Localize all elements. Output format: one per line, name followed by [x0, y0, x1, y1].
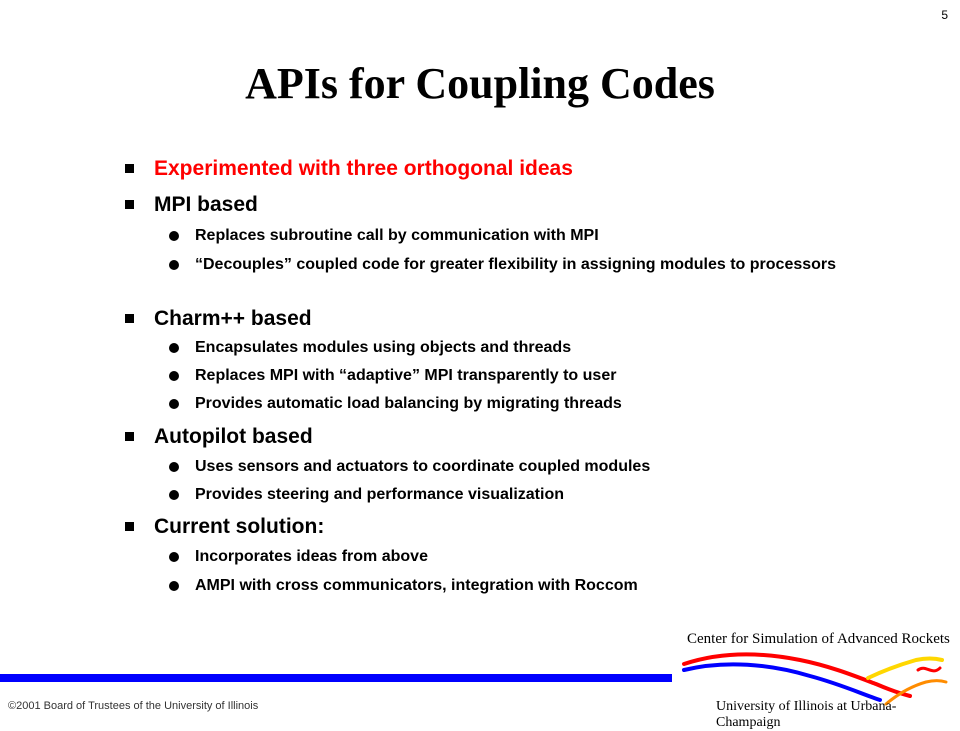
square-bullet-icon: [125, 314, 134, 323]
sub-bullet-text: Uses sensors and actuators to coordinate…: [195, 458, 651, 475]
square-bullet-icon: [125, 200, 134, 209]
sub-bullet-text: Provides automatic load balancing by mig…: [195, 395, 622, 412]
square-bullet-icon: [125, 164, 134, 173]
sub-bullet-text: “Decouples” coupled code for greater fle…: [195, 256, 837, 273]
sub-bullet: Provides automatic load balancing by mig…: [168, 395, 845, 412]
round-bullet-icon: [169, 552, 179, 562]
center-name: Center for Simulation of Advanced Rocket…: [687, 631, 950, 647]
sub-bullet: “Decouples” coupled code for greater fle…: [168, 256, 845, 273]
sub-bullet: Replaces subroutine call by communicatio…: [168, 227, 845, 244]
sub-bullet: Encapsulates modules using objects and t…: [168, 339, 845, 356]
bullet-autopilot-based: Autopilot based: [120, 425, 854, 449]
copyright-text: ©2001 Board of Trustees of the Universit…: [8, 700, 259, 712]
sub-bullet-text: AMPI with cross communicators, integrati…: [195, 577, 638, 594]
logo-blue-swoosh: [682, 662, 882, 702]
sub-bullet: Provides steering and performance visual…: [168, 486, 845, 503]
bullet-charm-based: Charm++ based: [120, 307, 854, 331]
round-bullet-icon: [169, 260, 179, 270]
sub-bullet-text: Replaces subroutine call by communicatio…: [195, 227, 599, 244]
round-bullet-icon: [169, 343, 179, 353]
round-bullet-icon: [169, 399, 179, 409]
bullet-text: Charm++ based: [154, 307, 312, 330]
sub-bullet-text: Replaces MPI with “adaptive” MPI transpa…: [195, 367, 617, 384]
bullet-text: MPI based: [154, 193, 258, 216]
sub-bullet-text: Encapsulates modules using objects and t…: [195, 339, 572, 356]
bullet-text: Autopilot based: [154, 425, 313, 448]
sub-bullet-text: Provides steering and performance visual…: [195, 486, 564, 503]
bullet-experimented: Experimented with three orthogonal ideas: [120, 157, 854, 181]
bullet-current-solution: Current solution:: [120, 515, 854, 539]
logo-orange-swoosh: [884, 679, 948, 706]
square-bullet-icon: [125, 522, 134, 531]
round-bullet-icon: [169, 581, 179, 591]
slide-number: 5: [941, 8, 948, 22]
csar-logo: [682, 652, 948, 706]
sub-bullet: AMPI with cross communicators, integrati…: [168, 577, 845, 594]
sub-bullet: Replaces MPI with “adaptive” MPI transpa…: [168, 367, 845, 384]
round-bullet-icon: [169, 371, 179, 381]
logo-red-swoosh: [682, 652, 912, 698]
round-bullet-icon: [169, 231, 179, 241]
square-bullet-icon: [125, 432, 134, 441]
round-bullet-icon: [169, 462, 179, 472]
footer-rule: [0, 674, 672, 682]
bullet-mpi-based: MPI based: [120, 193, 854, 217]
bullet-text: Current solution:: [154, 515, 325, 538]
slide-title: APIs for Coupling Codes: [245, 59, 715, 108]
logo-red-wave: [916, 666, 942, 673]
sub-bullet: Incorporates ideas from above: [168, 548, 845, 565]
bullet-text: Experimented with three orthogonal ideas: [154, 157, 573, 180]
round-bullet-icon: [169, 490, 179, 500]
sub-bullet: Uses sensors and actuators to coordinate…: [168, 458, 845, 475]
logo-yellow-swoosh: [866, 656, 944, 680]
sub-bullet-text: Incorporates ideas from above: [195, 548, 428, 565]
university-name: University of Illinois at Urbana-Champai…: [716, 699, 897, 730]
